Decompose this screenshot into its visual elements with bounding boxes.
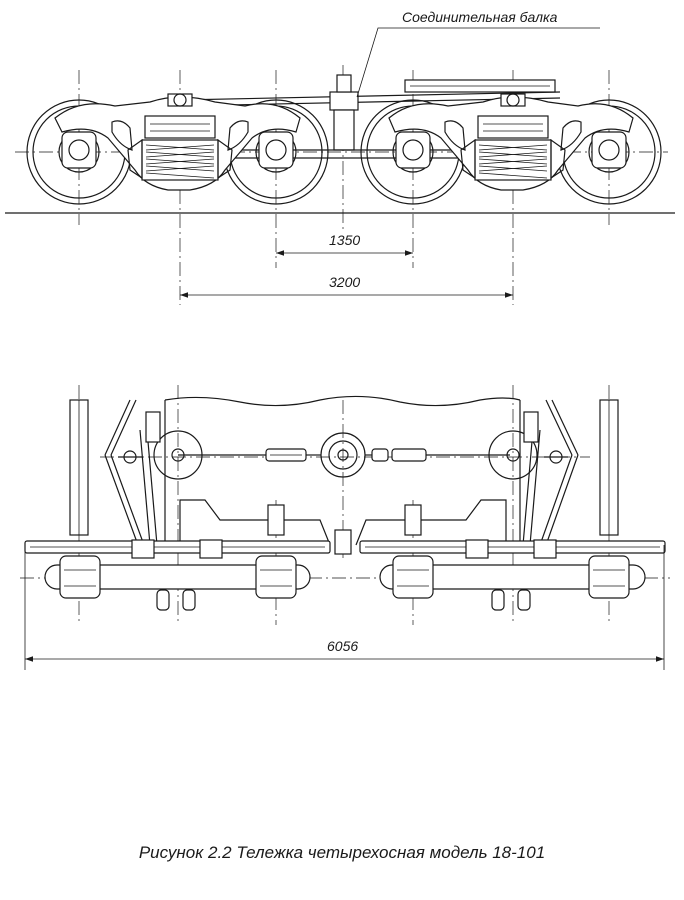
right-bogie (360, 93, 662, 205)
lower-brackets (131, 539, 557, 611)
beam-leader-line (356, 27, 600, 98)
plan-view: 6056 (20, 385, 670, 670)
center-pin (334, 529, 352, 555)
body-top-break (164, 395, 521, 407)
dimension-6056: 6056 (24, 545, 665, 670)
connecting-beam-label: Соединительная балка (402, 9, 558, 25)
left-bogie (26, 93, 329, 205)
connecting-beam (179, 74, 561, 159)
bolster-right (355, 499, 507, 546)
turnbuckle-right (365, 448, 510, 462)
dimension-1350: 1350 (276, 232, 413, 256)
side-view: Соединительная балка (5, 9, 675, 305)
wheelset-bars (44, 555, 646, 599)
turnbuckle-left (265, 448, 321, 462)
bolster-left (179, 499, 331, 546)
side-bearing-right (488, 430, 538, 480)
side-frame-bars (24, 540, 666, 554)
dimension-3200: 3200 (180, 274, 513, 298)
spring-set (141, 139, 219, 181)
figure-caption: Рисунок 2.2 Тележка четырехосная модель … (138, 843, 546, 862)
axle-posts (69, 399, 619, 536)
dimension-3200-label: 3200 (329, 274, 360, 290)
side-bearing-left (153, 430, 203, 480)
dimension-6056-label: 6056 (327, 638, 358, 654)
brake-rigging-right (522, 399, 579, 546)
dimension-1350-label: 1350 (329, 232, 360, 248)
brake-rigging-left (104, 399, 161, 546)
spring-set (474, 139, 552, 181)
